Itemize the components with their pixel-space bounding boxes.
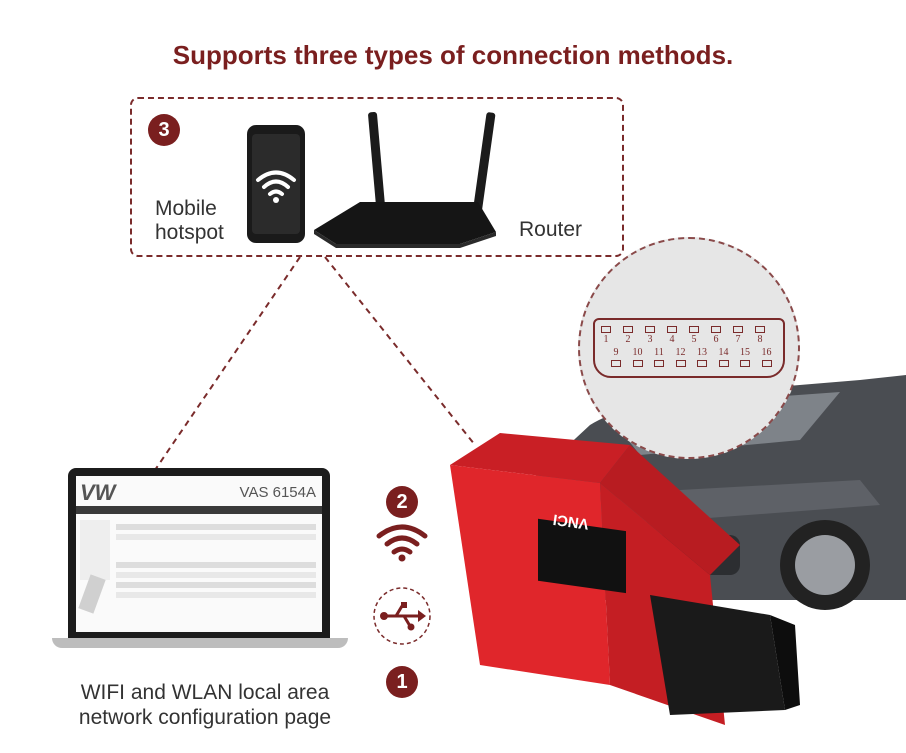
badge-method-3: 3 [148, 114, 180, 146]
obd-pin [601, 326, 611, 333]
obd-pin [632, 360, 643, 367]
obd-pin [697, 360, 707, 367]
obd-pin [761, 360, 772, 367]
mobile-hotspot-label: Mobile hotspot [155, 197, 224, 245]
obd-pin-number: 15 [740, 347, 750, 358]
laptop-model: VAS 6154A [239, 484, 316, 501]
app-toolbar [76, 506, 322, 514]
usb-icon [373, 587, 431, 645]
obd-pin-number: 13 [697, 347, 707, 358]
config-row [116, 524, 316, 530]
badge-method-2: 2 [386, 486, 418, 518]
obd-pin [654, 360, 664, 367]
mobile-label-line1: Mobile [155, 197, 217, 220]
obd-pin-number: 12 [675, 347, 686, 358]
vw-logo: VW [80, 480, 116, 505]
mobile-label-line2: hotspot [155, 221, 224, 244]
phone-screen [252, 134, 300, 234]
laptop-display: VW VAS 6154A [76, 476, 322, 632]
config-row [116, 534, 316, 540]
obd-pin [645, 326, 655, 333]
obd-pin [623, 326, 633, 333]
config-row [116, 562, 316, 568]
obd-pin [711, 326, 721, 333]
obd-pin [611, 360, 621, 367]
obd-pin [740, 360, 750, 367]
laptop-base [52, 638, 348, 648]
wifi-icon [256, 170, 296, 203]
obd-pin [718, 360, 729, 367]
obd-pin-number: 4 [669, 334, 675, 345]
obd-pin-number: 14 [718, 347, 729, 358]
caption-line2: network configuration page [78, 706, 332, 729]
config-row [116, 592, 316, 598]
obd-pin [689, 326, 699, 333]
config-row [116, 572, 316, 578]
obd-pin-number: 11 [654, 347, 664, 358]
obd-pin-number: 1 [603, 334, 609, 345]
connection-box [130, 97, 624, 257]
caption: WIFI and WLAN local area network configu… [60, 680, 350, 730]
obd-zoom-circle [578, 237, 800, 459]
obd-pin-number: 6 [713, 334, 719, 345]
obd-pin [667, 326, 677, 333]
obd-pin-number: 8 [757, 334, 763, 345]
vnci-device [450, 433, 800, 725]
obd-pin-number: 9 [613, 347, 619, 358]
obd-connector-diagram [593, 318, 785, 378]
config-row [116, 582, 316, 588]
obd-pin-number: 7 [735, 334, 741, 345]
obd-pin-number: 3 [647, 334, 653, 345]
obd-pin-number: 16 [761, 347, 772, 358]
obd-pin [755, 326, 765, 333]
obd-pin [733, 326, 743, 333]
router-label: Router [519, 218, 583, 241]
app-sidebar [80, 520, 110, 580]
router-icon [314, 111, 496, 248]
obd-pin [675, 360, 686, 367]
obd-pin-number: 10 [632, 347, 643, 358]
badge-method-1: 1 [386, 666, 418, 698]
vci-device-icon [78, 574, 106, 614]
obd-pin-number: 5 [691, 334, 697, 345]
page-title: Supports three types of connection metho… [172, 40, 734, 70]
wifi-icon [376, 524, 428, 562]
caption-line1: WIFI and WLAN local area [80, 681, 330, 704]
obd-pin-number: 2 [625, 334, 631, 345]
